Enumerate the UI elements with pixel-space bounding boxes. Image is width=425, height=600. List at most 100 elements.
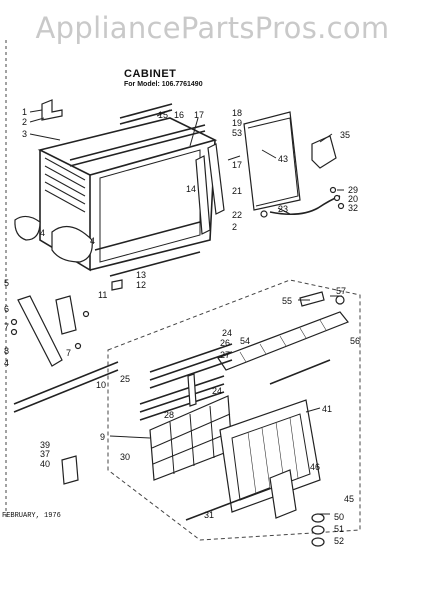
callout: 18 — [232, 108, 242, 118]
footer-date: FEBRUARY, 1976 — [2, 512, 61, 520]
top-rails — [69, 103, 206, 251]
watermark: AppliancePartsPros.com — [35, 11, 390, 45]
callout: 53 — [232, 128, 242, 138]
side-panel-43 — [243, 111, 301, 211]
svg-text:27: 27 — [220, 350, 230, 360]
svg-text:35: 35 — [340, 130, 350, 140]
callout: 1 — [22, 107, 27, 117]
svg-text:20: 20 — [348, 194, 358, 204]
svg-text:1: 1 — [22, 107, 27, 117]
callout: 7 — [66, 348, 71, 358]
callout: 13 — [136, 270, 146, 280]
part-35 — [311, 135, 337, 169]
svg-text:7: 7 — [66, 348, 71, 358]
callout: 50 — [334, 512, 344, 522]
callout: 2 — [22, 117, 27, 127]
callout: 55 — [282, 296, 292, 306]
svg-text:24: 24 — [222, 328, 232, 338]
svg-text:6: 6 — [4, 304, 9, 314]
callout: 45 — [344, 494, 354, 504]
svg-text:43: 43 — [278, 154, 288, 164]
callout: 25 — [120, 374, 130, 384]
svg-text:30: 30 — [120, 452, 130, 462]
callout: 6 — [4, 304, 9, 314]
callout: 17 — [194, 110, 204, 120]
callout-labels: 1 2 3 15 16 17 18 19 53 35 43 17 14 21 2… — [4, 107, 360, 546]
side-strips — [195, 143, 225, 235]
callout: 12 — [136, 280, 146, 290]
svg-text:52: 52 — [334, 536, 344, 546]
svg-text:14: 14 — [186, 184, 196, 194]
callout: 10 — [96, 380, 106, 390]
svg-text:31: 31 — [204, 510, 214, 520]
callout: 27 — [220, 350, 230, 360]
svg-text:11: 11 — [98, 290, 107, 300]
svg-text:54: 54 — [240, 336, 250, 346]
bracket-part-1 — [41, 99, 63, 121]
leader-lines — [29, 109, 344, 515]
callout: 5 — [4, 278, 9, 288]
svg-text:37: 37 — [40, 449, 50, 459]
svg-text:3: 3 — [22, 129, 27, 139]
svg-text:46: 46 — [310, 462, 320, 472]
svg-text:2: 2 — [22, 117, 27, 127]
louver-bar-54 — [217, 311, 349, 371]
svg-text:2: 2 — [232, 222, 237, 232]
callout: 7 — [4, 322, 9, 332]
callout: 14 — [186, 184, 196, 194]
svg-text:32: 32 — [348, 203, 358, 213]
model-line: For Model: 106.7761490 — [124, 81, 203, 88]
svg-text:55: 55 — [282, 296, 292, 306]
svg-text:10: 10 — [96, 380, 106, 390]
bracket-37 — [61, 455, 79, 485]
svg-text:4: 4 — [40, 228, 45, 238]
svg-text:5: 5 — [4, 278, 9, 288]
svg-text:40: 40 — [40, 459, 50, 469]
cabinet-shell — [14, 117, 218, 272]
svg-text:17: 17 — [194, 110, 204, 120]
callout: 22 — [232, 210, 242, 220]
callout: 16 — [174, 110, 184, 120]
svg-text:24: 24 — [212, 386, 222, 396]
callout: 37 — [40, 449, 50, 459]
svg-text:45: 45 — [344, 494, 354, 504]
svg-text:4: 4 — [4, 358, 9, 368]
svg-text:17: 17 — [232, 160, 242, 170]
svg-text:18: 18 — [232, 108, 242, 118]
svg-text:19: 19 — [232, 118, 242, 128]
callout: 30 — [120, 452, 130, 462]
svg-text:56: 56 — [350, 336, 360, 346]
callout: 2 — [232, 222, 237, 232]
svg-text:15: 15 — [158, 110, 168, 120]
svg-text:23: 23 — [278, 204, 288, 214]
svg-text:57: 57 — [336, 286, 346, 296]
strip-31 — [185, 487, 271, 521]
callout: 4 — [4, 358, 9, 368]
svg-text:41: 41 — [322, 404, 332, 414]
left-bracket-assembly — [10, 295, 119, 413]
callout: 31 — [204, 510, 214, 520]
callout: 51 — [334, 524, 344, 534]
callout: 54 — [240, 336, 250, 346]
callout: 20 — [348, 194, 358, 204]
louvers — [139, 343, 233, 421]
callout: 9 — [100, 432, 105, 442]
svg-text:8: 8 — [4, 346, 9, 356]
callout: 4 — [90, 236, 95, 246]
callout: 46 — [310, 462, 320, 472]
callout: 52 — [334, 536, 344, 546]
callout: 28 — [164, 410, 174, 420]
svg-text:9: 9 — [100, 432, 105, 442]
callout: 43 — [278, 154, 288, 164]
rail-13 — [109, 251, 201, 277]
svg-text:25: 25 — [120, 374, 130, 384]
filter-grid-30 — [149, 395, 233, 481]
callout: 40 — [40, 459, 50, 469]
clip-12 — [111, 279, 123, 291]
callout: 21 — [232, 186, 242, 196]
callout: 32 — [348, 203, 358, 213]
front-assembly-dashed-outline — [107, 279, 361, 541]
part-57 — [335, 295, 345, 305]
callout: 35 — [340, 130, 350, 140]
